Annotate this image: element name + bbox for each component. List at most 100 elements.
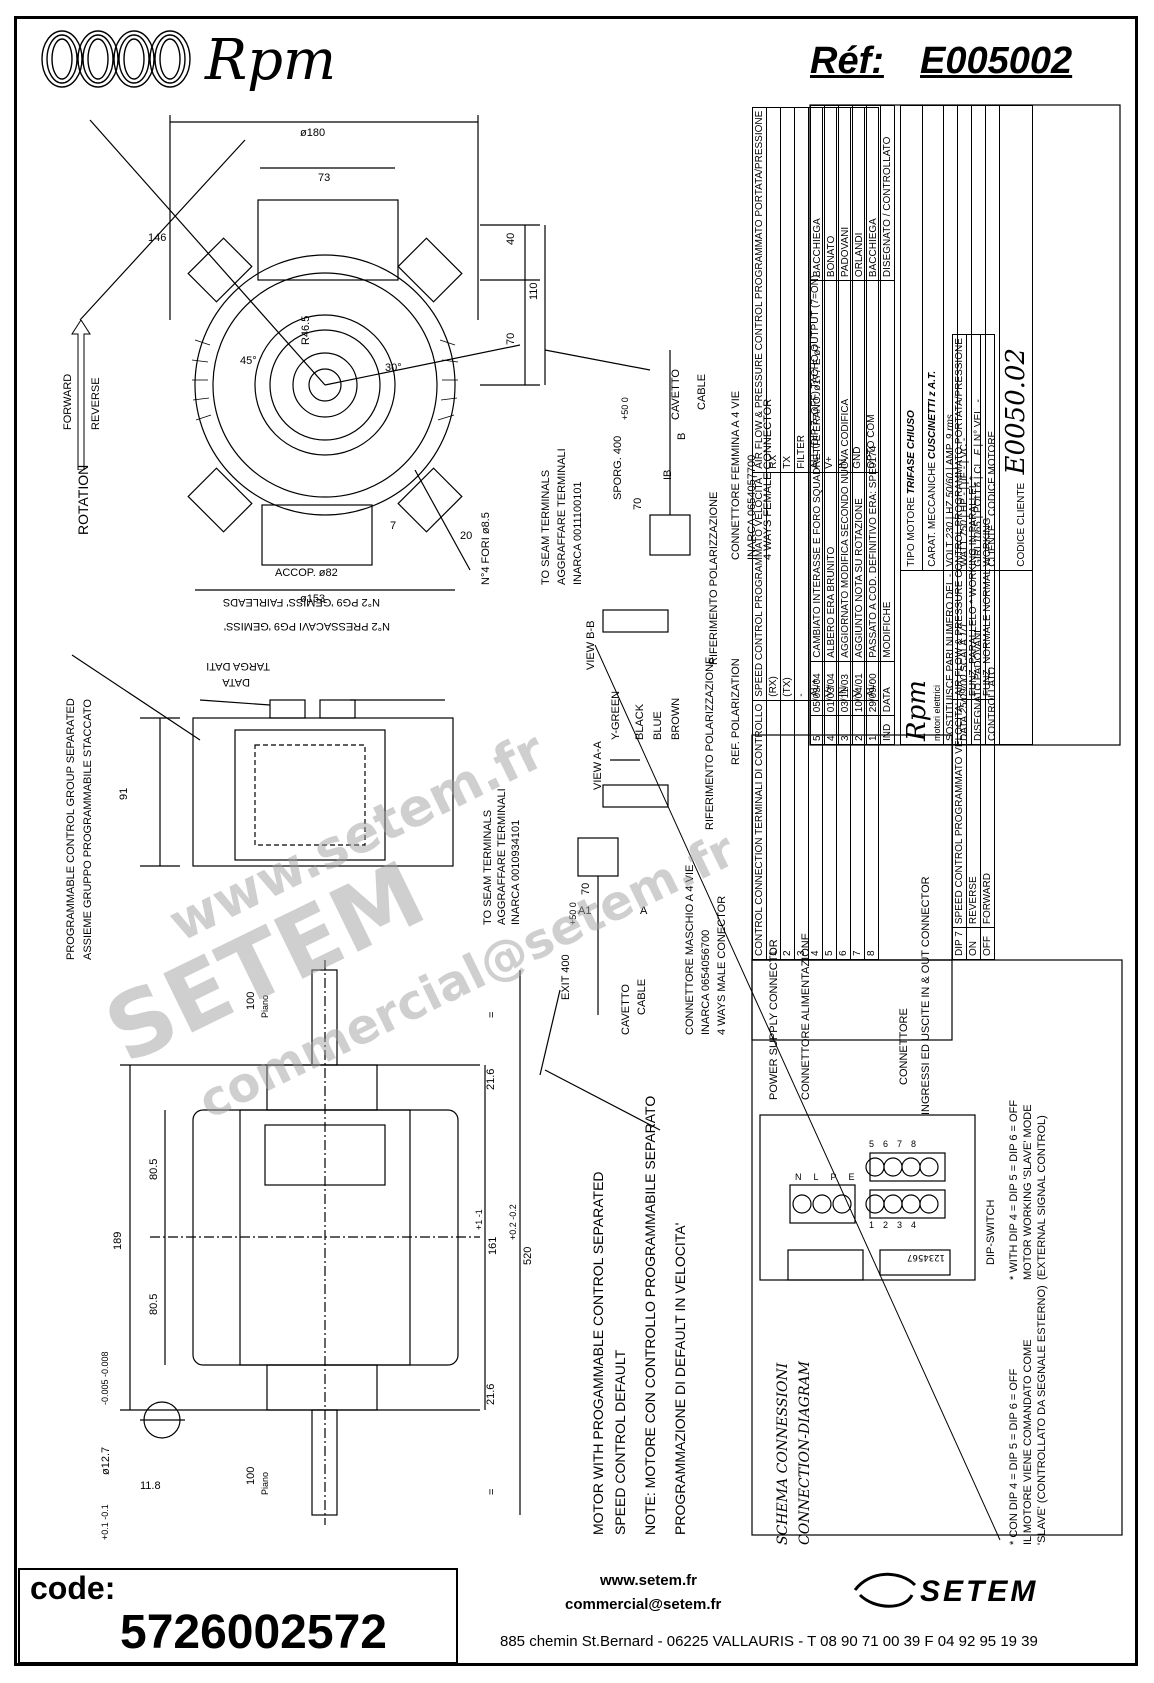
dim-180: ø180 — [300, 127, 326, 139]
conn-b-b: B — [676, 432, 688, 440]
schema-note-3: 'SLAVE' (CONTROLLATO DA SEGNALE ESTERNO) — [1036, 1285, 1048, 1545]
conn-a-cable: CABLE — [636, 978, 648, 1015]
controllato-label: CONTROLLATO — [985, 570, 1000, 745]
sostituisce-label: SOSTITUISCE PARI NUMERO DEL — [945, 579, 956, 741]
codice-cliente-label: CODICE CLIENTE — [1016, 482, 1027, 567]
rev-3-ind: 3 — [838, 715, 853, 745]
vc-label: VC — [959, 444, 970, 458]
conn-b-sporg: SPORG. 400 — [612, 435, 624, 500]
tt-head-2: SPEED CONTROL PROGRAMMATO VELOCITA' — [752, 472, 767, 701]
tt-head-1: CONTROL CONNECTION TERMINALI DI CONTROLL… — [752, 700, 767, 960]
conn-a-ref: REF. POLARIZATION — [730, 658, 742, 765]
rev-1-desc: PASSATO A COD. DEFINITIVO ERA: SPE0174 — [866, 280, 881, 662]
dim-161: 161 — [487, 1236, 499, 1255]
wire-color-4: BROWN — [670, 697, 682, 740]
amp-value: 9 rms — [945, 414, 956, 440]
hz-value: 50/60 — [945, 472, 956, 498]
wire-color-3: BLUE — [652, 711, 664, 740]
angle-45: 45° — [240, 355, 257, 367]
schema-title-it: SCHEMA CONNESSIONI — [775, 1362, 791, 1545]
volt-label: VOLT — [945, 541, 956, 567]
pressacavi-label: N°2 PRESSACAVI PG9 'GEMISS' — [223, 620, 390, 632]
rev-3-by: PADOVANI — [838, 105, 853, 281]
eq-top: = — [486, 1011, 498, 1018]
piano-bottom: Piano — [260, 1471, 270, 1495]
note-2: SPEED CONTROL DEFAULT — [612, 1349, 628, 1535]
rev-2-date: 10/04/01 — [852, 661, 867, 716]
volt-value: 230 — [945, 522, 956, 539]
date-label: DATA — [959, 716, 970, 741]
dim-91: 91 — [118, 787, 130, 800]
rev-4-desc: ALBERO ERA BRUNITO — [824, 280, 839, 662]
setem-swirl-icon — [853, 1572, 917, 1608]
tol-520: +0.2 -0.2 — [508, 1204, 518, 1240]
shaft-tol: -0.005 -0.008 — [100, 1351, 110, 1405]
rev-head-ind: IND — [880, 715, 895, 745]
rev-1-ind: 1 — [866, 715, 881, 745]
dt-head-1: DIP 7 — [952, 927, 967, 960]
disegnato-label: DISEGNATO — [973, 683, 984, 741]
conn-a-inarca: INARCA 0010934101 — [510, 819, 522, 925]
codice-motore-label: CODICE MOTORE — [987, 430, 998, 517]
amp-label: AMP. — [945, 441, 956, 466]
footer-web[interactable]: www.setem.fr — [600, 1572, 697, 1589]
giri-label: GIRI — [973, 546, 984, 567]
tt-r2-c1: 2 — [780, 700, 795, 960]
rev-2-ind: 2 — [852, 715, 867, 745]
tipo-value: TRIFASE CHIUSO — [905, 410, 917, 495]
tt-r3-c2: - — [794, 472, 809, 701]
rev-3-desc: AGGIORNATO MODIFICA SECONDO NUOVA CODIFI… — [838, 280, 853, 662]
codice-motore-value: E0050.02 — [1001, 347, 1031, 475]
conn-b-cable: CABLE — [696, 373, 708, 410]
uf-label: µF — [959, 472, 970, 485]
date-value: 25/09/00 — [959, 674, 970, 714]
conn-a-rif: RIFERIMENTO POLARIZZAZIONE — [704, 656, 716, 830]
rev-4-by: BONATO — [824, 105, 839, 281]
data-label: DATA — [222, 676, 250, 688]
schema-note-6: (EXTERNAL SIGNAL CONTROL) — [1036, 1115, 1048, 1280]
nvel-value: - — [973, 399, 984, 403]
schema-note-1: * CON DIP 4 = DIP 5 = DIP 6 = OFF — [1008, 1368, 1020, 1545]
rev-2-by: ORLANDI — [852, 105, 867, 281]
dt-r1-c1: ON — [966, 927, 981, 960]
dim-20: 20 — [460, 530, 473, 542]
cl-label: CL. — [973, 458, 984, 474]
dim-21-bottom: 21.6 — [485, 1383, 497, 1405]
power-label-en: POWER SUPPLY CONNECTOR — [768, 939, 780, 1100]
conn-a-cavetto: CAVETTO — [620, 984, 632, 1035]
tt-r1-c2: (RX) — [766, 472, 781, 701]
uf-value: - — [959, 466, 970, 470]
dim-520: 520 — [522, 1246, 534, 1265]
note-4: PROGRAMMAZIONE DI DEFAULT IN VELOCITA' — [672, 1222, 688, 1535]
dim-153: ø153 — [300, 593, 326, 605]
tt-r1-c1: 1 — [766, 700, 781, 960]
wire-color-2: BLACK — [634, 703, 646, 740]
poli-value: 6 — [973, 481, 984, 488]
dim-21-top: 21.6 — [485, 1068, 497, 1090]
conn-a-aggraffare: AGGRAFFARE TERMINALI — [496, 788, 508, 925]
footer-email[interactable]: commercial@setem.fr — [565, 1596, 722, 1613]
group-en-label: PROGRAMMABLE CONTROL GROUP SEPARATED — [65, 698, 77, 960]
dim-146: 146 — [148, 232, 167, 244]
power-label-it: CONNETTORE ALIMENTAZIONE — [800, 932, 812, 1100]
tt-r2-c2: (TX) — [780, 472, 795, 701]
conn-a-ways: 4 WAYS MALE CONECTOR — [716, 895, 728, 1035]
hz-label: HZ — [945, 500, 956, 514]
dim-80-bottom: 80.5 — [148, 1293, 160, 1315]
tt-r3-c1: 3 — [794, 700, 809, 960]
rev-1-by: BACCHIEGA — [866, 105, 881, 281]
conn-b-view: VIEW B-B — [585, 620, 597, 670]
pins-top: 5678 — [869, 1139, 926, 1149]
disegnato-value: PADOVANI — [973, 630, 984, 681]
conn-a-a: A — [640, 905, 648, 917]
watt-label: WATT — [959, 539, 970, 567]
dim-70: 70 — [505, 332, 517, 345]
eq-bottom: = — [486, 1488, 498, 1495]
rev-2-desc: AGGIUNTO NOTA SU ROTAZIONE — [852, 280, 867, 662]
code-box — [18, 1568, 458, 1664]
shaft-diameter: ø12.7 — [100, 1446, 112, 1475]
giri-value: 1065 — [973, 521, 984, 544]
radius-46: R46.5 — [300, 315, 312, 345]
conn-a-exit: EXIT 400 — [560, 954, 572, 1000]
